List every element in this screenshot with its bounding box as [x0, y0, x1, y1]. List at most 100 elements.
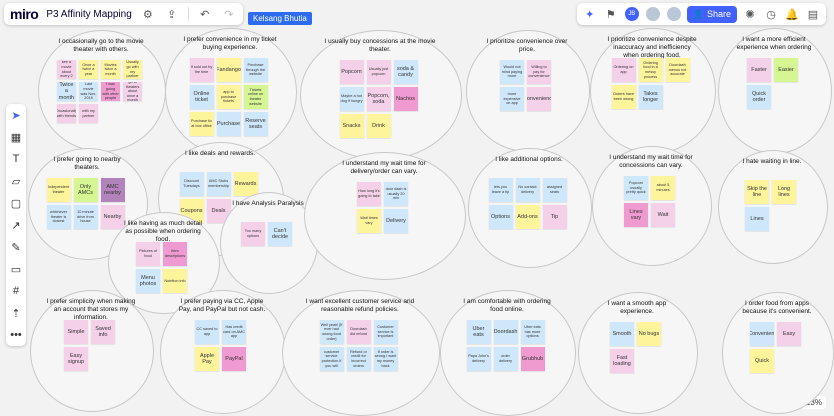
sticky-note[interactable]: Independent theater [46, 178, 71, 202]
sticky-note[interactable]: Well yeah! [if ever had wrong food order… [319, 320, 344, 344]
sticky-note[interactable]: Saved info [91, 320, 115, 344]
sticky-note[interactable]: soda & candy [393, 60, 418, 84]
sticky-note[interactable]: Easy signup [64, 347, 88, 371]
sticky-note[interactable]: Apple Pay [195, 347, 219, 371]
affinity-cluster[interactable] [718, 150, 828, 264]
sticky-note[interactable]: Once a twice a year [78, 60, 98, 80]
sticky-note[interactable]: Nutrition info [163, 269, 187, 293]
affinity-cluster[interactable] [718, 28, 832, 154]
sticky-note[interactable]: Purchase [216, 112, 241, 136]
sticky-note[interactable]: Easier [774, 58, 798, 82]
sticky-note[interactable]: AMC nearby [100, 178, 125, 202]
sticky-note[interactable]: Doordash [493, 320, 518, 344]
cluster-title[interactable]: I occasionally go to the movie theater w… [58, 38, 144, 53]
cluster-title[interactable]: I understand my wait time for concession… [609, 154, 693, 169]
sticky-note[interactable]: Willing to pay for convenience [527, 60, 551, 84]
sticky-note[interactable]: Nachos [393, 87, 418, 111]
sticky-note[interactable]: Quick [750, 349, 774, 373]
miro-logo[interactable]: miro [10, 6, 39, 22]
cluster-title[interactable]: I want a more efficient experience when … [736, 36, 812, 51]
timer-icon[interactable]: ◷ [766, 8, 776, 21]
sticky-note[interactable]: door dash is usually 20 min [384, 182, 408, 206]
sticky-note[interactable]: Long lines [772, 180, 796, 204]
sticky-note[interactable]: Tickets online on theater website [243, 85, 268, 109]
cluster-title[interactable]: I prefer paying via CC, Apple Pay, and P… [178, 298, 266, 313]
cluster-title[interactable]: I like additional options. [495, 156, 563, 163]
sticky-note[interactable]: Can't decide [268, 222, 292, 246]
sticky-note[interactable]: Convenient [750, 322, 774, 346]
cluster-title[interactable]: I understand my wait time for delivery/o… [342, 160, 426, 175]
sticky-note[interactable]: Only AMCs [73, 178, 98, 202]
sticky-note[interactable]: Online ticket [189, 85, 214, 109]
sticky-note[interactable]: How long it's going to take [357, 182, 381, 206]
sticky-note[interactable]: Grubhub [520, 347, 545, 371]
sticky-note[interactable]: Orders have been wrong [611, 85, 636, 109]
sticky-note[interactable]: Refund or credit for incorrect orders [346, 347, 371, 371]
sticky-note[interactable]: CC saved to app [195, 320, 219, 344]
filter-icon[interactable]: ⚑ [605, 8, 616, 21]
affinity-cluster[interactable] [578, 292, 698, 414]
sticky-note[interactable]: about 5 minutes [651, 176, 675, 200]
sticky-note[interactable]: Snacks [339, 114, 364, 138]
frame-icon[interactable]: # [12, 285, 20, 297]
sticky-note[interactable]: Maybe a hot dog if hungry [339, 87, 364, 111]
cluster-title[interactable]: I prioritize convenience over price. [486, 38, 568, 53]
sticky-note[interactable]: Movies twice a month [101, 60, 121, 80]
sticky-note[interactable]: AMC Stubs membership [206, 172, 231, 196]
sticky-note[interactable]: No bugs [637, 322, 661, 346]
cluster-title[interactable]: I like having as much detail as possible… [123, 220, 202, 243]
sticky-note[interactable]: Purchase through the website [243, 58, 268, 82]
connection-line-icon[interactable]: ↗ [11, 219, 21, 232]
sticky-note[interactable]: Wait times vary [357, 209, 381, 233]
sticky-note[interactable]: Occasionally with friends [56, 104, 76, 124]
sticky-note[interactable]: Purchase tix at box office [189, 112, 214, 136]
sticky-note[interactable]: Uber eats has more options [520, 320, 545, 344]
sticky-note[interactable]: Papa John's delivery [466, 347, 491, 371]
sticky-note[interactable]: whichever theater is closest [46, 205, 71, 229]
share-button[interactable]: 👤Share [686, 5, 737, 23]
sticky-note[interactable]: customer service protection if you will [319, 347, 344, 371]
sticky-note[interactable]: Easy [777, 322, 801, 346]
affinity-cluster[interactable] [590, 28, 716, 154]
comment-icon[interactable]: ▭ [10, 263, 22, 276]
cluster-title[interactable]: I want excellent customer service and re… [305, 298, 415, 313]
cluster-title[interactable]: I have Analysis Paralysis [232, 200, 304, 207]
more-tools-icon[interactable]: ••• [10, 329, 22, 341]
avatar[interactable] [665, 6, 682, 22]
sticky-note[interactable]: Simple [64, 320, 88, 344]
sticky-note[interactable]: I was going with other people [101, 82, 121, 102]
sticky-note[interactable]: Popcorn usually pretty quick [624, 176, 648, 200]
shapes-icon[interactable]: ▢ [10, 197, 22, 210]
notifications-icon[interactable]: 🔔 [785, 8, 799, 21]
sticky-note[interactable]: Ordering food in a messy process [638, 58, 663, 82]
avatar[interactable]: JB [623, 6, 640, 22]
redo-icon[interactable]: ↷ [224, 8, 234, 21]
sticky-note[interactable]: Too many options [241, 222, 265, 246]
sticky-note[interactable]: If order is wrong I want my money back [373, 347, 398, 371]
cluster-title[interactable]: I order food from apps because it's conv… [742, 300, 812, 315]
sticky-note[interactable]: Fast loading [610, 349, 634, 373]
sticky-note[interactable]: Lines [745, 207, 769, 231]
sticky-note[interactable]: Deals [206, 199, 231, 223]
sticky-note[interactable]: Smooth [610, 322, 634, 346]
sticky-note[interactable]: Add-ons [515, 205, 540, 229]
sticky-note[interactable]: Reserve seats [243, 112, 268, 136]
sticky-note[interactable]: Skip the line [745, 180, 769, 204]
sticky-note[interactable]: lets you leave a tip [488, 178, 513, 202]
affinity-cluster[interactable] [30, 290, 154, 412]
cluster-title[interactable]: I like deals and rewards. [184, 150, 256, 157]
sticky-note[interactable]: go to theaters about once a month [123, 82, 143, 102]
sticky-note[interactable]: Menu photos [136, 269, 160, 293]
sticky-note[interactable]: Convenience [527, 87, 551, 111]
board-title[interactable]: P3 Affinity Mapping [46, 8, 132, 20]
sticky-note[interactable]: Want to see a movie about every 2 months [56, 60, 76, 80]
sticky-note[interactable]: Usually go with my partner [123, 60, 143, 80]
sticky-note[interactable]: Popcorn [339, 60, 364, 84]
cluster-title[interactable]: I hate waiting in line. [742, 158, 802, 165]
cluster-title[interactable]: I prefer going to nearby theaters. [53, 156, 121, 171]
sticky-note[interactable]: Drink [366, 114, 391, 138]
notes-panel-icon[interactable]: ▤ [807, 8, 819, 21]
sticky-note[interactable]: assigned seats [542, 178, 567, 202]
sticky-note[interactable]: Would not mind paying more [500, 60, 524, 84]
sticky-note[interactable]: Lines vary [624, 203, 648, 227]
